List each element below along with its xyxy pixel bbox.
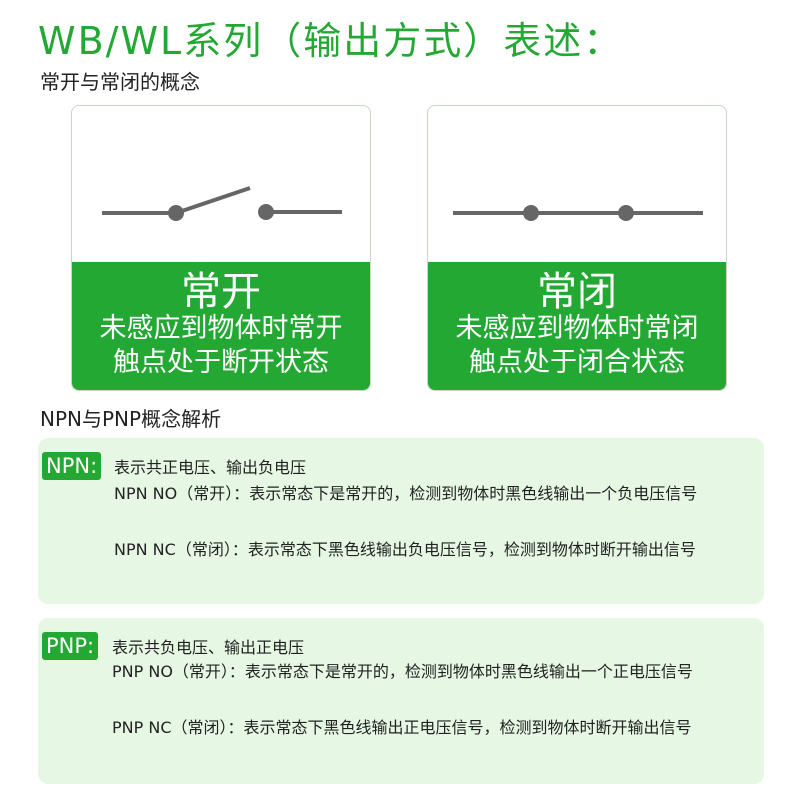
npn-no-description: NPN NO（常开）：表示常态下是常开的，检测到物体时黑色线输出一个负电压信号: [114, 484, 698, 503]
pnp-tag: PNP:: [42, 632, 99, 660]
npn-tag: NPN:: [42, 452, 102, 480]
pnp-no-description: PNP NO（常开）：表示常态下是常开的，检测到物体时黑色线输出一个正电压信号: [112, 662, 693, 681]
card-desc-line1: 未感应到物体时常闭: [455, 313, 699, 344]
pnp-nc-description: PNP NC（常闭）：表示常态下黑色线输出正电压信号，检测到物体时断开输出信号: [112, 718, 692, 737]
card-desc-line2: 触点处于断开状态: [113, 347, 329, 378]
normally-closed-switch-diagram: [453, 205, 703, 221]
switch-contact-left: [168, 205, 184, 221]
normally-closed-label-box: 常闭 未感应到物体时常闭 触点处于闭合状态: [428, 262, 726, 390]
npn-pnp-section-title: NPN与PNP概念解析: [40, 407, 222, 431]
section-subtitle: 常开与常闭的概念: [40, 70, 200, 94]
switch-contact-right: [618, 205, 634, 221]
normally-closed-card: 常闭 未感应到物体时常闭 触点处于闭合状态: [427, 105, 727, 391]
page-title: WB/WL系列（输出方式）表述：: [38, 19, 624, 63]
switch-contact-left: [523, 205, 539, 221]
card-label: 常开: [181, 269, 261, 315]
npn-nc-description: NPN NC（常闭）：表示常态下黑色线输出负电压信号，检测到物体时断开输出信号: [114, 540, 696, 559]
card-desc-line2: 触点处于闭合状态: [469, 347, 685, 378]
normally-open-switch-diagram: [102, 186, 342, 221]
switch-lever-open: [175, 186, 251, 215]
npn-panel: NPN: 表示共正电压、输出负电压 NPN NO（常开）：表示常态下是常开的，检…: [38, 438, 764, 604]
normally-open-label-box: 常开 未感应到物体时常开 触点处于断开状态: [72, 262, 370, 390]
pnp-heading: 表示共负电压、输出正电压: [112, 638, 305, 657]
card-desc-line1: 未感应到物体时常开: [99, 313, 343, 344]
card-label: 常闭: [537, 269, 617, 315]
pnp-panel: PNP: 表示共负电压、输出正电压 PNP NO（常开）：表示常态下是常开的，检…: [38, 618, 764, 784]
normally-open-card: 常开 未感应到物体时常开 触点处于断开状态: [71, 105, 371, 391]
npn-heading: 表示共正电压、输出负电压: [114, 458, 307, 477]
switch-contact-right: [258, 204, 274, 220]
